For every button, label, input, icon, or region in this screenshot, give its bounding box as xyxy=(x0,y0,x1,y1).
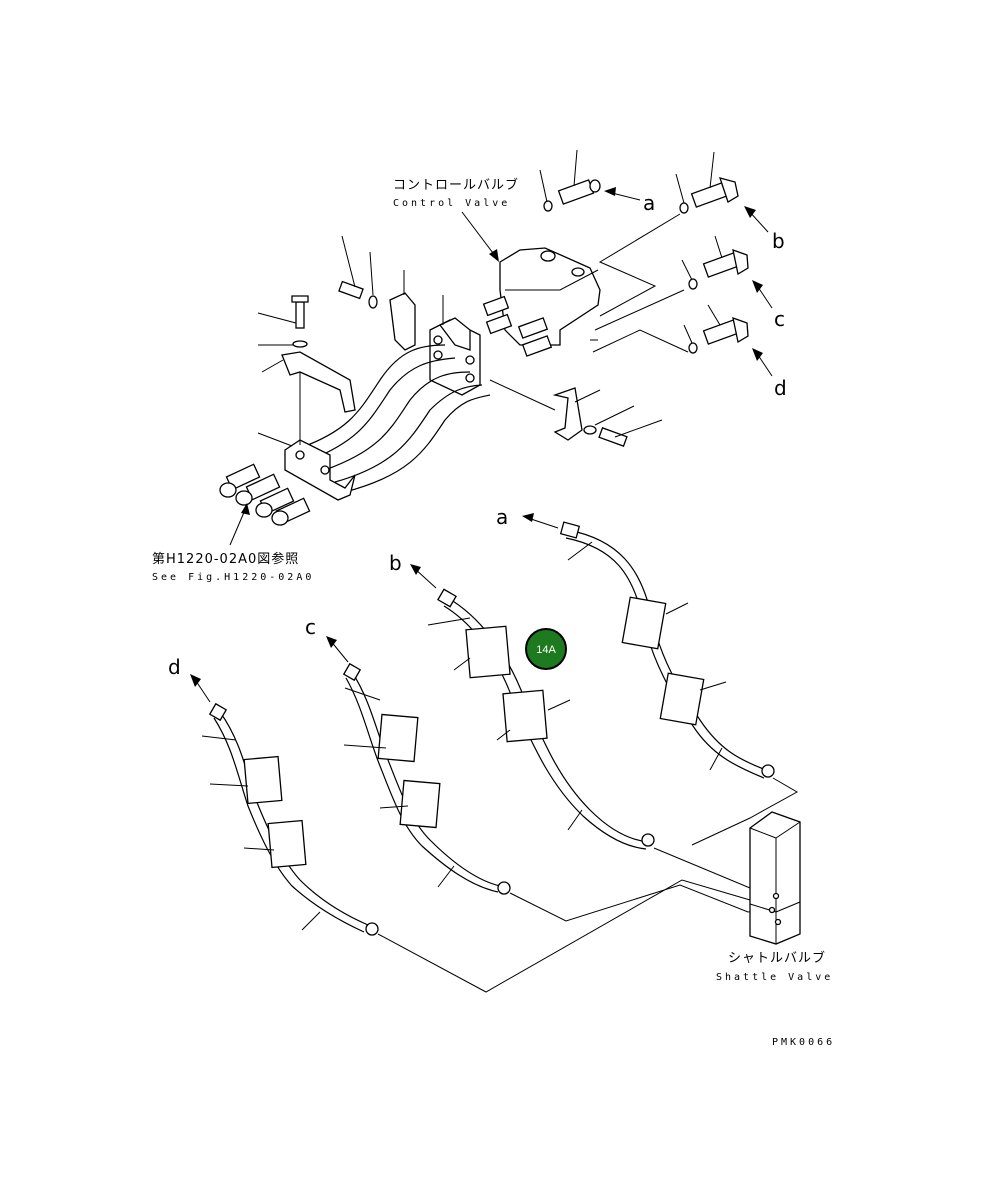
clamp-parts xyxy=(281,280,628,447)
callout-badge-label[interactable]: 14A xyxy=(536,644,556,656)
hose-c xyxy=(342,662,771,922)
label-d-lower: d xyxy=(168,655,181,679)
label-d-upper: d xyxy=(774,376,787,400)
label-c-upper: c xyxy=(774,307,785,331)
control-valve-label-jp: コントロールバルブ xyxy=(393,177,519,193)
upper-arrows xyxy=(604,187,773,377)
label-a-upper: a xyxy=(643,191,655,215)
label-c-lower: c xyxy=(305,615,316,639)
control-valve-label-en: Control Valve xyxy=(393,198,510,209)
callout-badge[interactable]: 14A xyxy=(525,628,567,670)
label-b-lower: b xyxy=(389,551,402,575)
hose-fittings-left xyxy=(219,439,356,526)
hose-a xyxy=(559,521,799,846)
see-fig-label-en: See Fig.H1220-02A0 xyxy=(152,572,314,583)
shuttle-valve xyxy=(749,811,801,945)
drawing-id: PMK0066 xyxy=(772,1037,835,1048)
see-fig-label-jp: 第H1220-02A0図参照 xyxy=(152,551,299,567)
shuttle-valve-label-jp: シャトルバルブ xyxy=(728,950,826,966)
label-b-upper: b xyxy=(772,229,785,253)
hose-d xyxy=(201,702,751,993)
lower-arrows xyxy=(190,513,559,703)
label-a-lower: a xyxy=(496,505,508,529)
hose-bundle-upper xyxy=(299,344,491,493)
leader-lines-upper xyxy=(257,235,663,447)
fittings-abcd xyxy=(539,149,749,354)
shuttle-valve-label-en: Shattle Valve xyxy=(716,972,833,983)
control-valve-assembly xyxy=(429,247,601,396)
hose-b xyxy=(427,588,771,891)
see-fig-leader xyxy=(229,503,250,546)
control-valve-leader xyxy=(461,211,499,262)
